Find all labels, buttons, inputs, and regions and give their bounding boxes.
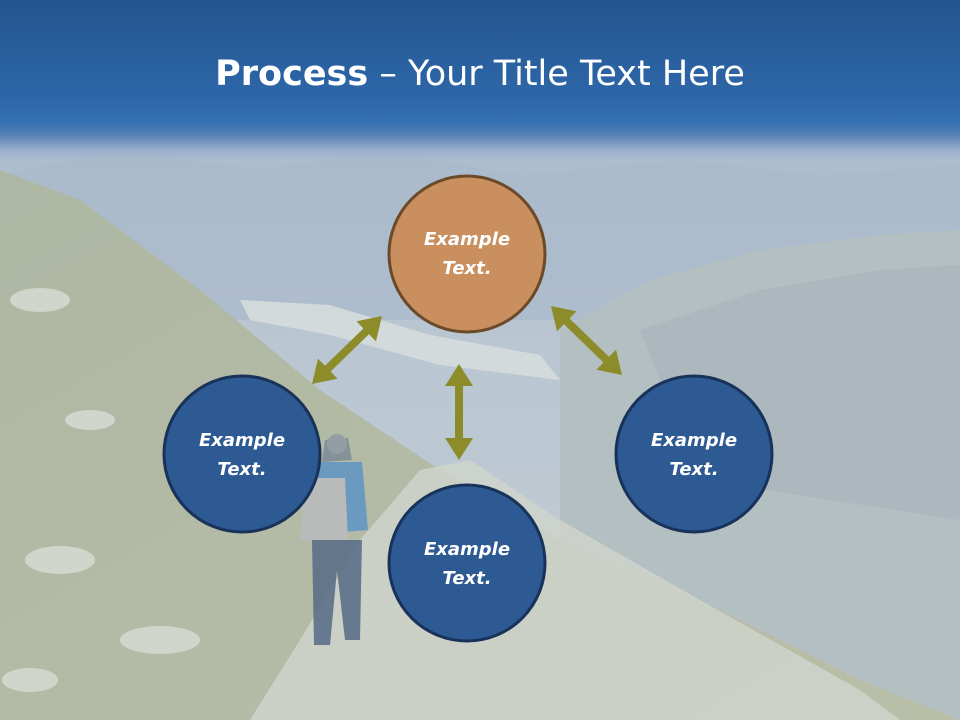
- arrow-top-right: [551, 306, 622, 375]
- page-title: Process – Your Title Text Here: [0, 52, 960, 96]
- node-bottom-circle[interactable]: [387, 483, 547, 643]
- arrow-vertical: [445, 364, 473, 460]
- node-left-circle[interactable]: [162, 374, 322, 534]
- hiker: [300, 434, 368, 645]
- title-rest: – Your Title Text Here: [368, 54, 745, 94]
- node-left-line2: Text.: [217, 459, 267, 480]
- node-right-line2: Text.: [669, 459, 719, 480]
- node-right-line1: Example: [650, 430, 738, 451]
- node-top-line1: Example: [423, 229, 511, 250]
- node-top-line2: Text.: [442, 258, 492, 279]
- node-bottom-line1: Example: [423, 539, 511, 560]
- node-left-line1: Example: [198, 430, 286, 451]
- title-bar: [0, 0, 960, 160]
- title-bold: Process: [215, 54, 369, 94]
- arrow-left-top: [312, 316, 382, 384]
- node-right-label: Example Text.: [619, 426, 769, 484]
- node-bottom-line2: Text.: [442, 568, 492, 589]
- node-top-label: Example Text.: [392, 225, 542, 283]
- node-left-label: Example Text.: [167, 426, 317, 484]
- node-top-circle[interactable]: [387, 174, 547, 334]
- node-right-circle[interactable]: [614, 374, 774, 534]
- node-bottom-label: Example Text.: [392, 535, 542, 593]
